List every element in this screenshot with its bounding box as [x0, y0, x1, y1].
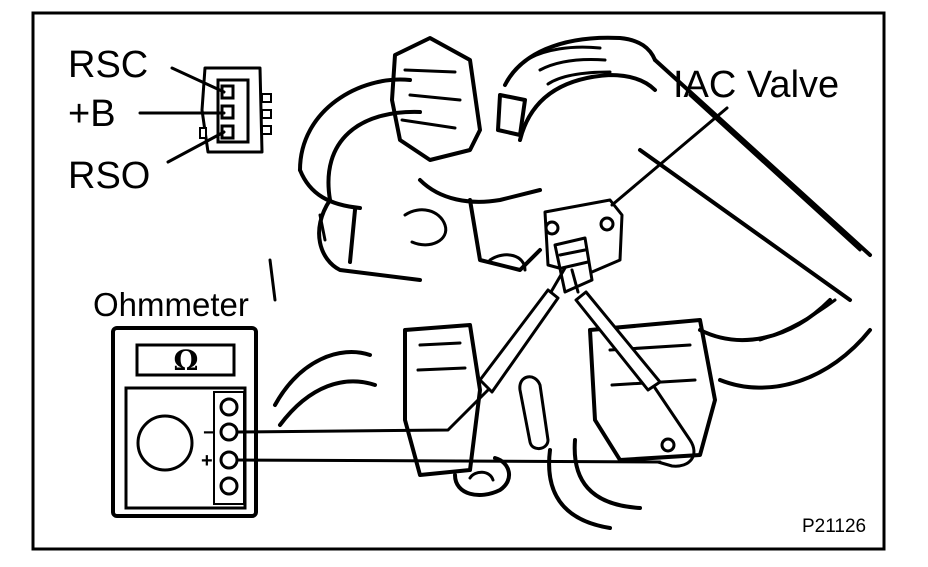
leader-rsc: [170, 66, 226, 94]
ohmmeter-display: [135, 343, 236, 377]
positive-probe: [574, 290, 662, 392]
negative-probe: [478, 288, 560, 394]
label-ohmmeter: Ohmmeter: [93, 286, 249, 323]
ohmmeter-unit: Ω: [174, 344, 199, 377]
ohmmeter-device: Ω − +: [111, 326, 258, 518]
ohmmeter-jack-plus: [219, 450, 239, 470]
label-iac-valve: IAC Valve: [673, 64, 839, 106]
label-rso: RSO: [68, 155, 150, 197]
iac-valve-body: [543, 198, 624, 294]
leader-iac-valve: [610, 106, 729, 207]
ohmmeter-jack-4: [219, 476, 239, 496]
ohmmeter-jack-minus: [219, 422, 239, 442]
positive-test-lead: [235, 458, 662, 464]
label-rsc: RSC: [68, 44, 148, 86]
engine-sketch: [268, 35, 872, 530]
negative-test-lead: [235, 386, 492, 434]
figure-code: P21126: [802, 516, 866, 537]
leader-rso: [166, 130, 226, 164]
ohmmeter-plus-label: +: [201, 450, 213, 472]
ohmmeter-jack-1: [219, 397, 239, 417]
ohmmeter-dial: [136, 414, 194, 472]
label-plus-b: +B: [68, 93, 116, 135]
ohmmeter-minus-label: −: [203, 422, 215, 444]
ring-terminal: [660, 437, 676, 453]
